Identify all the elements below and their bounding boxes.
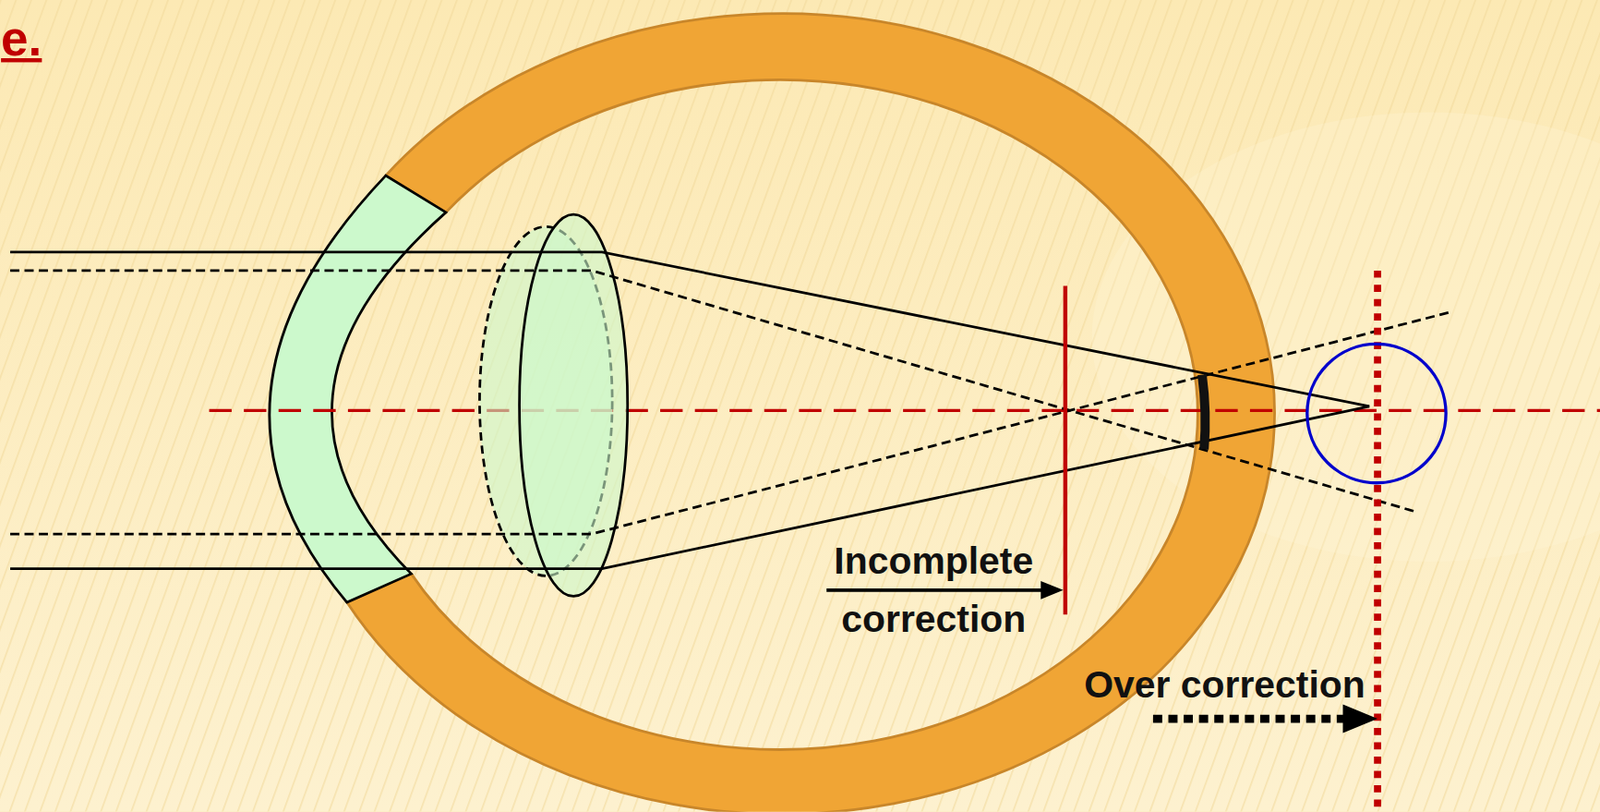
title: e. (0, 13, 42, 63)
pointer-arrow-dotted (1153, 714, 1346, 723)
light-ray (10, 252, 1370, 407)
light-ray-dashed (10, 270, 1419, 513)
light-ray (10, 406, 1370, 569)
arrow-head (1040, 580, 1063, 600)
retina (1202, 374, 1205, 450)
focus-line (1063, 285, 1068, 614)
focus-circle (1307, 343, 1446, 482)
focus-line-dotted (1373, 270, 1382, 812)
optical-axis (209, 409, 1600, 412)
cornea (269, 175, 446, 602)
light-ray-dashed (10, 312, 1449, 534)
pointer-arrow (826, 588, 1043, 592)
arrow-head (1342, 704, 1378, 734)
annotation-label: Incomplete correction (811, 531, 1057, 649)
annotation-label: Over correction (1083, 655, 1366, 714)
